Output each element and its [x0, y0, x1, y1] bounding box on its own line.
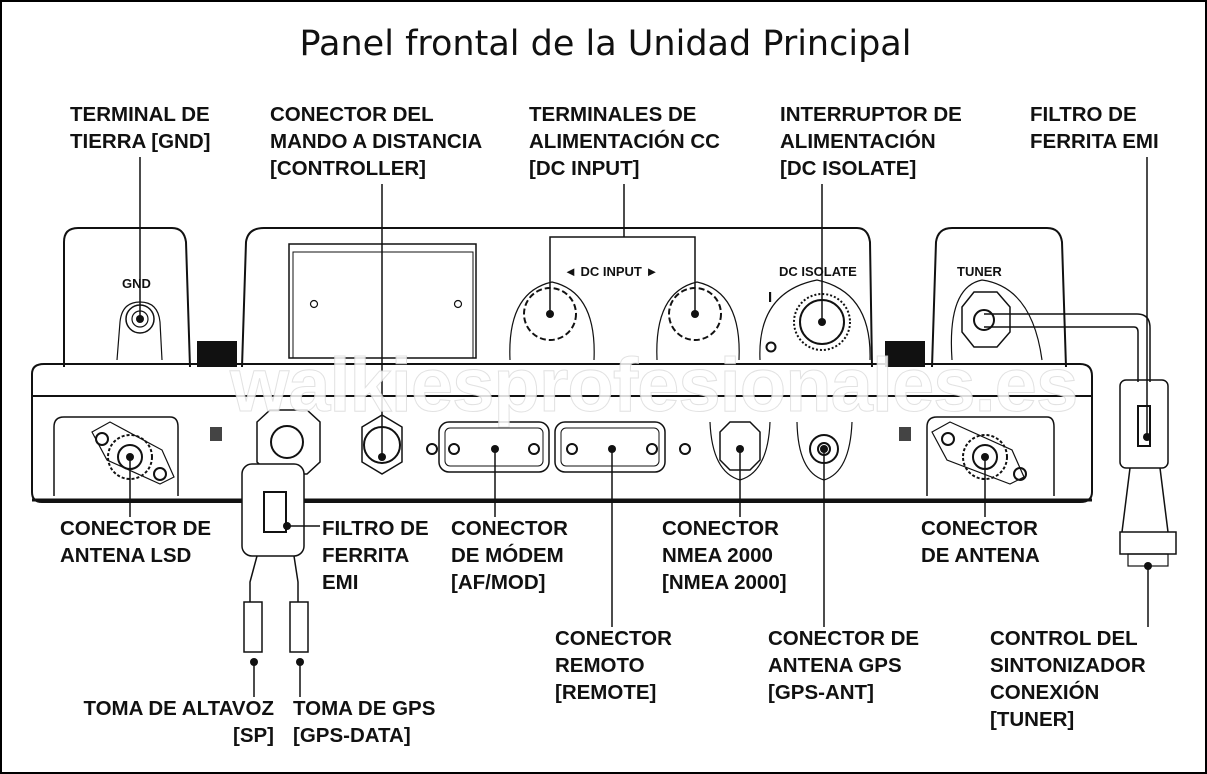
dc-isolate-switch	[793, 293, 851, 351]
upper-housing-right	[931, 227, 1067, 368]
gnd-marking: GND	[122, 276, 151, 291]
tuner-marking: TUNER	[957, 264, 1002, 279]
dc-input-marking: ◄ DC INPUT ►	[564, 264, 659, 279]
dc-isolate-marking: DC ISOLATE	[779, 264, 857, 279]
dsc-antenna-connector	[107, 434, 153, 480]
modem-connector	[438, 421, 550, 473]
upper-housing	[63, 227, 191, 368]
antenna-connector	[962, 434, 1008, 480]
nmea-connector	[719, 421, 761, 471]
on-marking: I	[768, 289, 773, 306]
watermark: walkiesprofesionales.es	[229, 343, 1078, 429]
gps-data-plug	[289, 601, 309, 653]
ferrite-left	[241, 463, 305, 557]
callout-gps-data: TOMA DE GPS[GPS-DATA]	[293, 697, 436, 747]
upper-housing-center	[241, 227, 873, 368]
sp-plug	[243, 601, 263, 653]
callout-sp: TOMA DE ALTAVOZ[SP]	[83, 697, 274, 747]
vent-right	[885, 341, 925, 367]
diagram-title: Panel frontal de la Unidad Principal	[299, 24, 912, 64]
tuner-plug	[1119, 531, 1177, 555]
vent-left	[197, 341, 237, 367]
ferrite-top	[1119, 379, 1169, 469]
remote-connector	[554, 421, 666, 473]
off-marking: O	[764, 338, 774, 353]
